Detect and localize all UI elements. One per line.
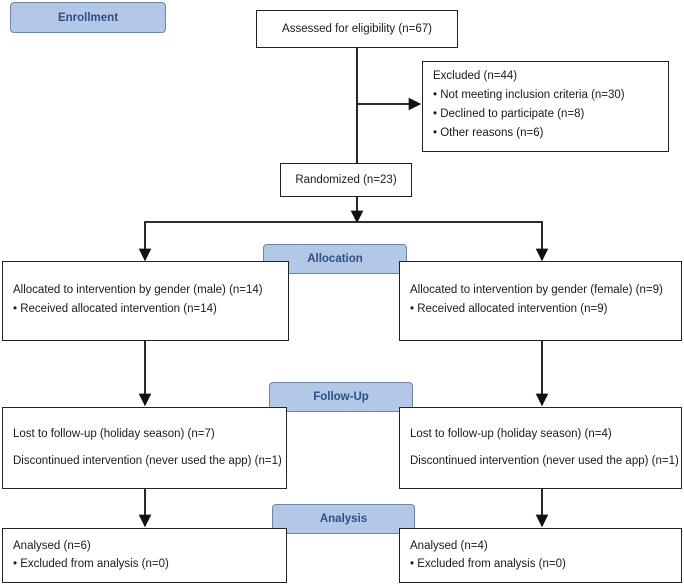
follow-up-male-discontinued: Discontinued intervention (never used th… <box>13 455 282 467</box>
excluded-title: Excluded (n=44) <box>433 70 518 82</box>
allocation-male-title: Allocated to intervention by gender (mal… <box>13 284 263 296</box>
randomized-box: Randomized (n=23) <box>280 163 412 197</box>
allocation-female-box: Allocated to intervention by gender (fem… <box>399 261 682 341</box>
follow-up-male-box: Lost to follow-up (holiday season) (n=7)… <box>2 407 287 489</box>
excluded-item: Not meeting inclusion criteria (n=30) <box>433 89 662 101</box>
stage-label-analysis: Analysis <box>272 504 415 534</box>
analysis-male-title: Analysed (n=6) <box>13 540 91 552</box>
follow-up-male-lost: Lost to follow-up (holiday season) (n=7) <box>13 428 215 440</box>
allocation-female-item: Received allocated intervention (n=9) <box>410 303 675 315</box>
split-right-arrow <box>357 221 549 262</box>
split-left-arrow <box>138 221 357 262</box>
stage-label-follow-up: Follow-Up <box>269 382 413 412</box>
excluded-item: Declined to participate (n=8) <box>433 108 662 120</box>
excluded-box: Excluded (n=44) Not meeting inclusion cr… <box>422 61 669 152</box>
follow-up-female-box: Lost to follow-up (holiday season) (n=4)… <box>399 407 682 489</box>
analysis-male-box: Analysed (n=6) Excluded from analysis (n… <box>2 528 287 583</box>
excluded-item: Other reasons (n=6) <box>433 127 662 139</box>
analysis-male-item: Excluded from analysis (n=0) <box>13 558 280 570</box>
analysis-female-item: Excluded from analysis (n=0) <box>410 558 675 570</box>
randomized-text: Randomized (n=23) <box>295 174 397 186</box>
analysis-female-box: Analysed (n=4) Excluded from analysis (n… <box>399 528 682 583</box>
assessed-box: Assessed for eligibility (n=67) <box>256 10 458 48</box>
allocation-male-box: Allocated to intervention by gender (mal… <box>2 261 289 341</box>
analysis-female-title: Analysed (n=4) <box>410 540 488 552</box>
follow-up-female-lost: Lost to follow-up (holiday season) (n=4) <box>410 428 612 440</box>
follow-up-female-discontinued: Discontinued intervention (never used th… <box>410 455 679 467</box>
allocation-male-item: Received allocated intervention (n=14) <box>13 303 282 315</box>
assessed-text: Assessed for eligibility (n=67) <box>282 23 432 35</box>
allocation-female-title: Allocated to intervention by gender (fem… <box>410 284 663 296</box>
stage-label-enrollment: Enrollment <box>10 2 166 33</box>
